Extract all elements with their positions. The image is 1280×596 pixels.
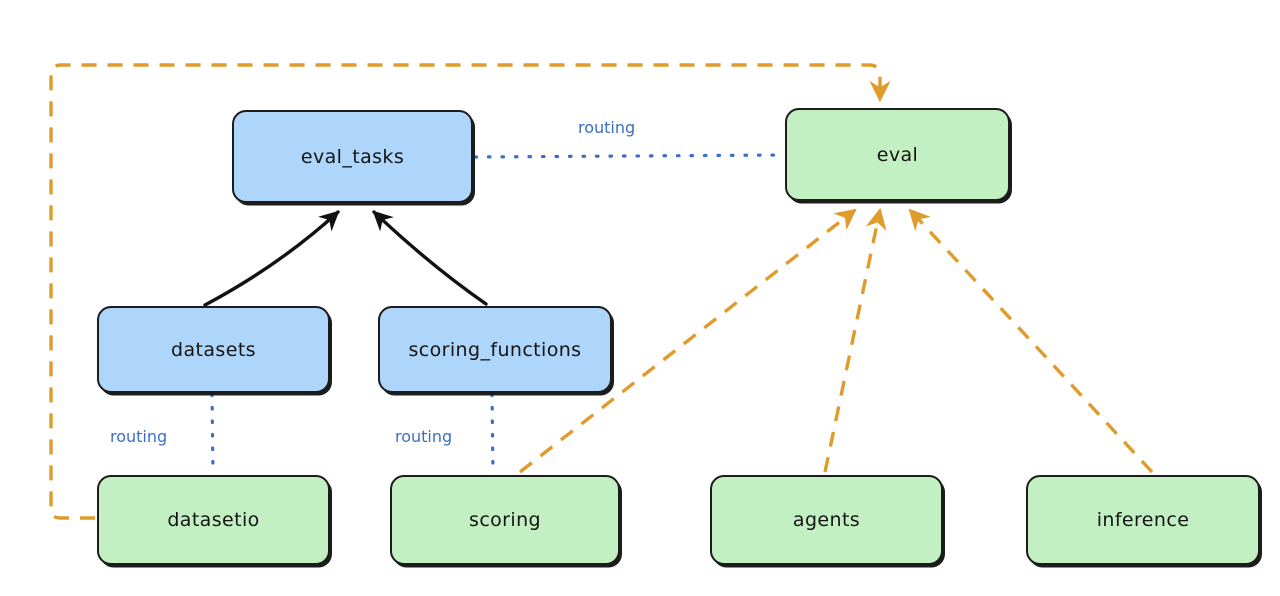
node-eval[interactable]: eval <box>785 108 1010 201</box>
node-datasets-label: datasets <box>171 338 256 361</box>
node-datasetio[interactable]: datasetio <box>97 475 330 565</box>
node-inference-label: inference <box>1096 509 1190 531</box>
edge-label-routing-scoring-functions-scoring: routing <box>395 427 453 446</box>
edge-inference-to-eval <box>908 208 1154 474</box>
edge-scoring-functions-to-eval-tasks <box>372 210 488 306</box>
node-eval-tasks-label: eval_tasks <box>300 145 405 168</box>
edge-scoring-functions-to-scoring <box>490 392 495 476</box>
node-eval-tasks[interactable]: eval_tasks <box>232 110 473 203</box>
node-inference[interactable]: inference <box>1026 475 1260 565</box>
node-scoring-label: scoring <box>469 509 541 531</box>
edge-agents-to-eval <box>823 207 887 473</box>
node-datasetio-label: datasetio <box>167 509 260 531</box>
node-agents[interactable]: agents <box>710 475 943 565</box>
node-eval-label: eval <box>876 143 919 166</box>
edge-eval-tasks-to-eval <box>473 153 785 159</box>
edge-datasets-to-eval-tasks <box>203 210 340 307</box>
node-scoring-functions[interactable]: scoring_functions <box>378 306 612 393</box>
edge-datasets-to-datasetio <box>210 392 215 476</box>
edge-label-routing-eval-tasks-eval: routing <box>578 118 636 137</box>
node-scoring[interactable]: scoring <box>390 475 620 565</box>
node-scoring-functions-label: scoring_functions <box>408 338 582 361</box>
node-agents-label: agents <box>792 509 861 531</box>
node-datasets[interactable]: datasets <box>97 306 330 393</box>
edge-label-routing-datasets-datasetio: routing <box>110 427 168 446</box>
